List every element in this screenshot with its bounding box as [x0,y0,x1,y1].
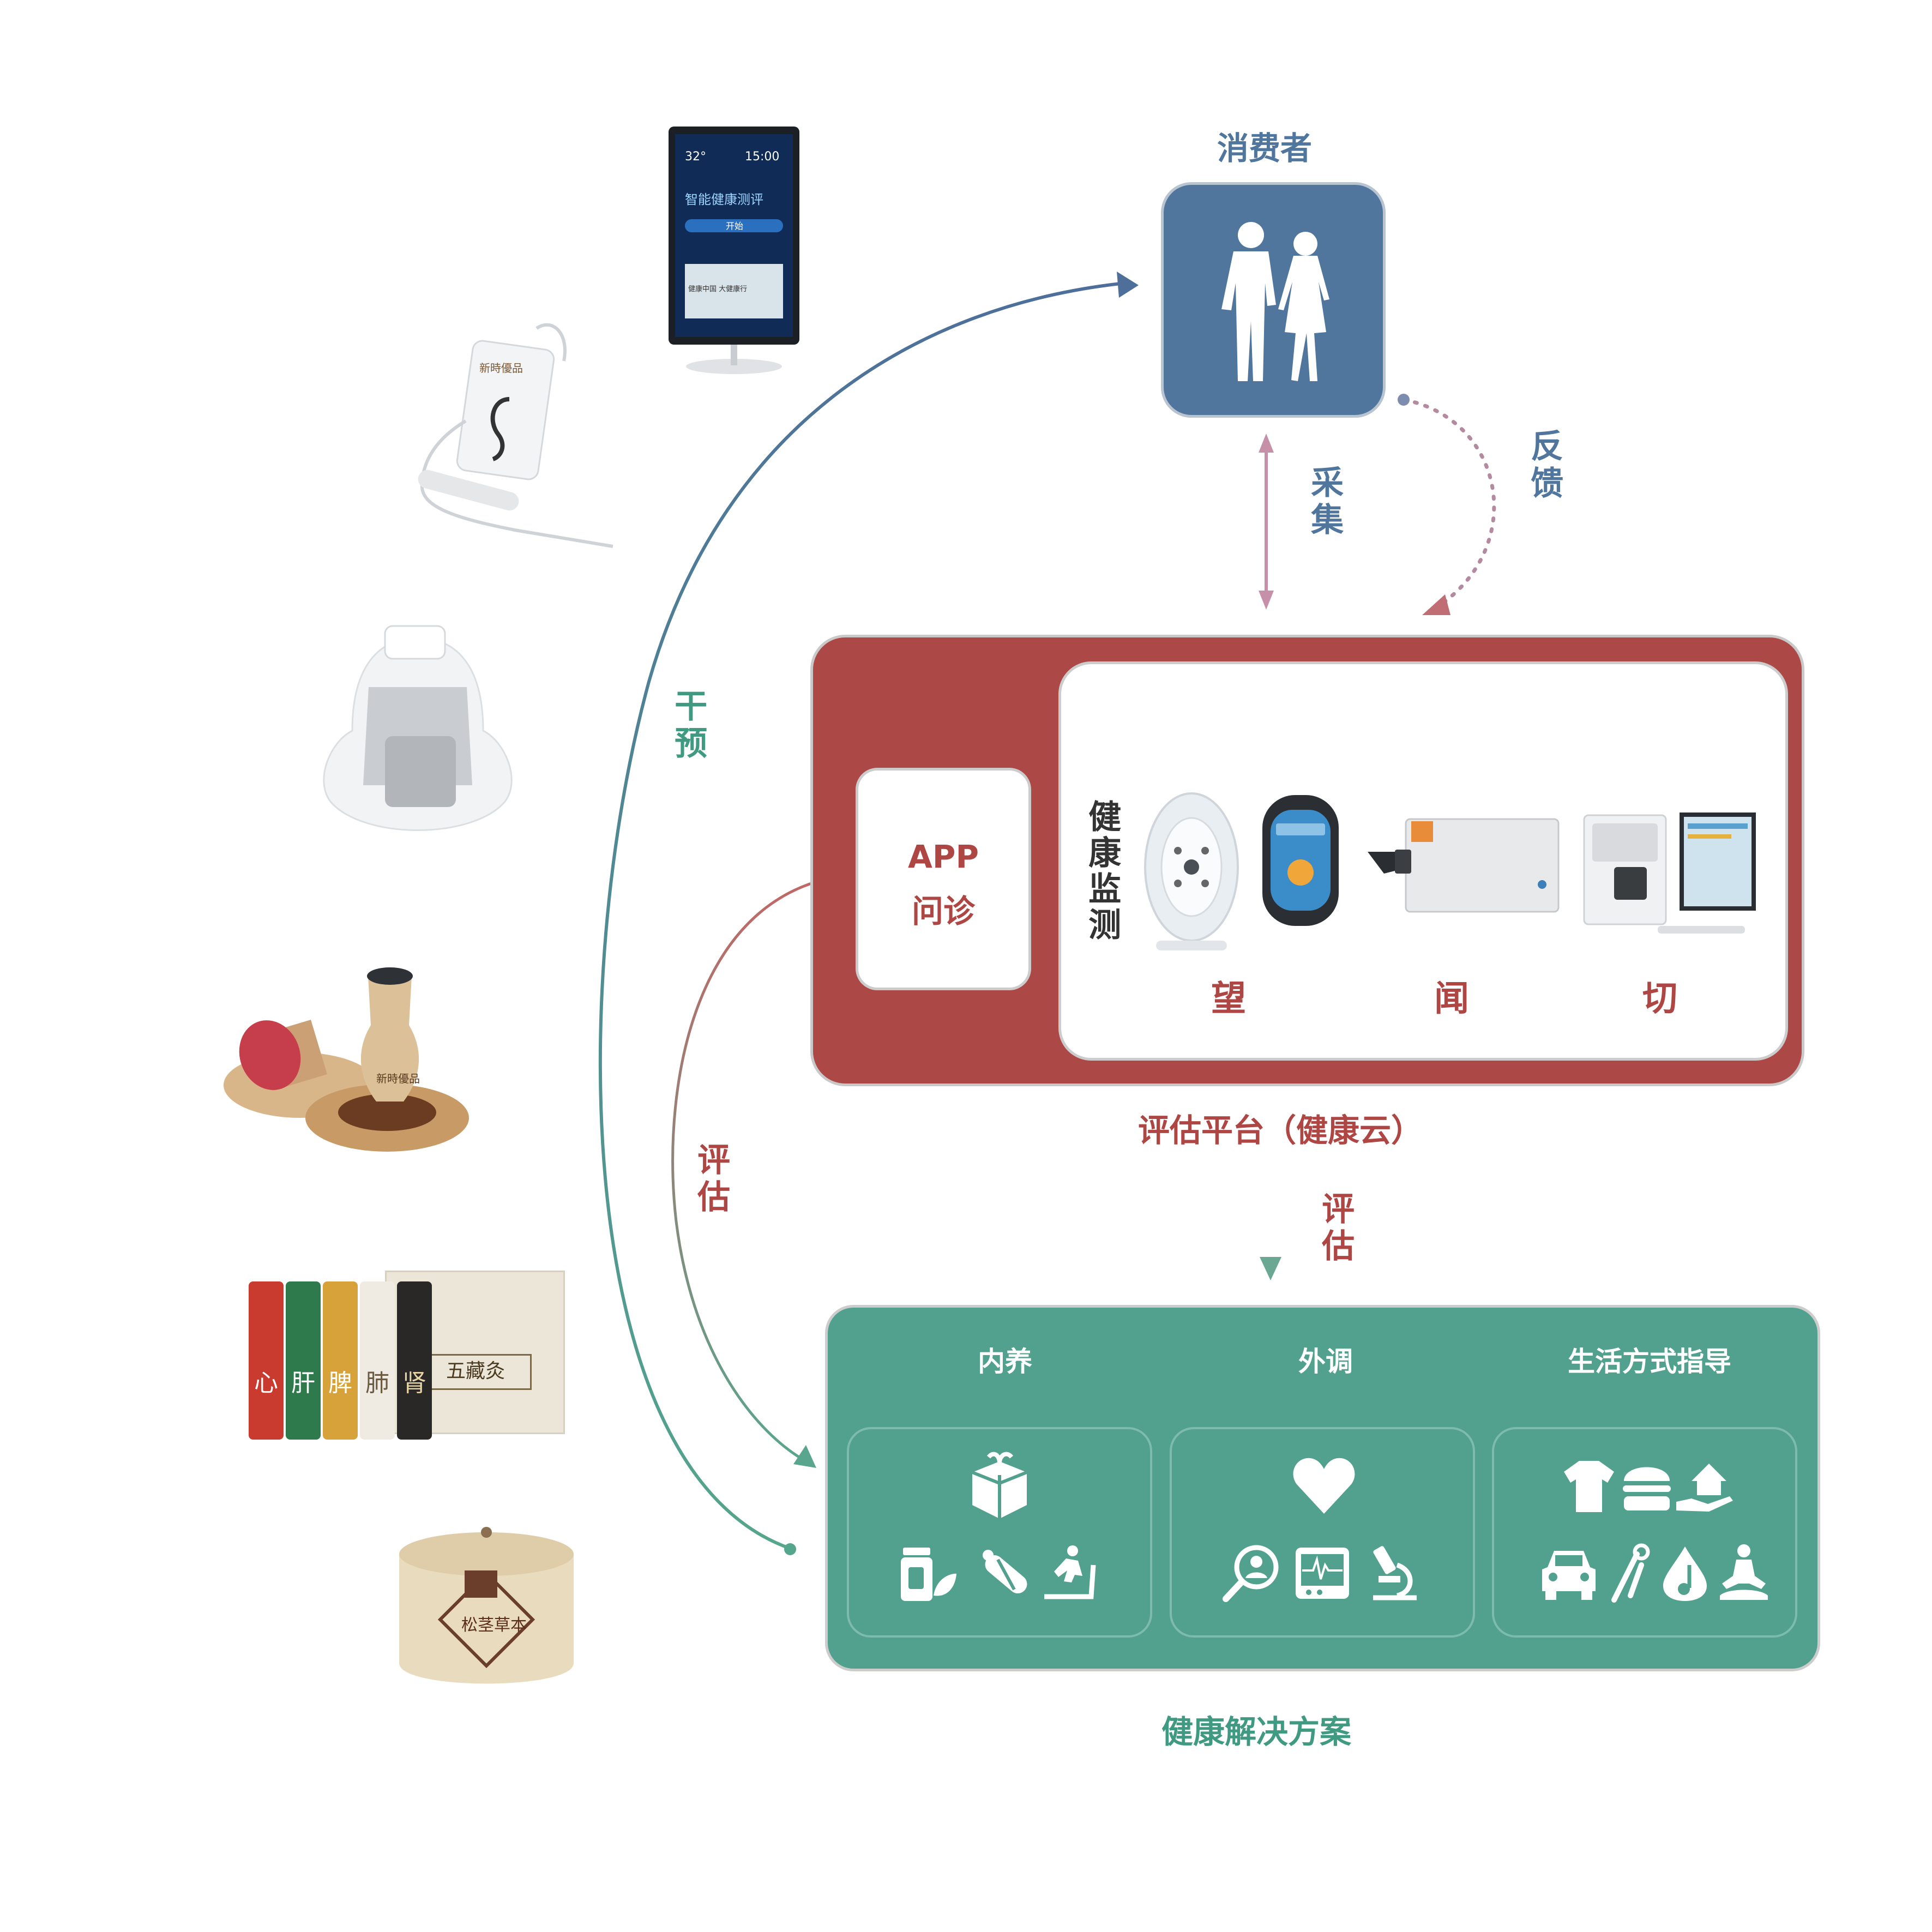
pulse-diagnostic-device [1583,812,1756,934]
house-hand-icon [1676,1464,1733,1512]
health-monitor-label: 健康监测 [1082,799,1121,943]
intervene-arrowhead [1117,272,1139,298]
evaluate-arrow-left [671,872,873,1460]
moxa-box-label: 五藏灸 [419,1354,532,1390]
category-internal: 内养 [978,1346,1032,1377]
microscope-icon [1373,1546,1417,1600]
lifestyle-panel [1492,1427,1797,1638]
ear-device-brand: 新時優品 [479,362,523,375]
kiosk-tablet-product: 32° 15:00 智能健康测评 开始 健康中国 大健康行 [669,127,799,374]
consumer-title: 消费者 [1217,130,1313,167]
ecg-monitor-icon [1296,1548,1349,1599]
moxa-tube-lung: 肺 [360,1281,395,1440]
heart-icon [1293,1458,1355,1514]
moxa-tube-kidney: 肾 [397,1281,432,1440]
meditation-icon [1720,1544,1768,1600]
face-analyzer-device [1144,792,1339,950]
platform-title: 评估平台（健康云） [1138,1112,1423,1149]
magnifier-person-icon [1223,1545,1279,1602]
evaluate-label-left: 评估 [691,1142,730,1217]
moxa-tube-spleen: 脾 [323,1281,358,1440]
couple-icon [1221,222,1329,381]
medicine-bottle-icon [901,1548,956,1601]
solution-title: 健康解决方案 [1161,1713,1352,1750]
evaluate-label-down: 评估 [1316,1191,1355,1266]
herbal-jar-product: 松茎草本 [399,1527,574,1684]
feedback-arrow [1402,398,1496,607]
shirt-icon [1564,1461,1614,1512]
intervene-label: 干预 [669,689,707,763]
tablet-slogan-text: 健康中国 大健康行 [688,285,747,293]
burger-icon [1623,1467,1671,1510]
jar-label-text: 松茎草本 [461,1616,527,1635]
moxa-tube-heart: 心 [249,1281,284,1440]
wooden-gua-sha-product: 新時優品 [224,967,469,1152]
collect-label: 采集 [1305,465,1344,539]
moxa-tubes-product: 五藏灸 心 肝 脾 肺 肾 [221,1260,576,1440]
wooden-tool-brand: 新時優品 [376,1072,420,1085]
consumer-box [1161,182,1386,418]
moxa-tube-liver: 肝 [286,1281,321,1440]
method-pulse: 切 [1642,979,1677,1019]
ear-acupoint-device-product: 新時優品 [418,323,613,548]
tablet-start-text[interactable]: 开始 [726,221,743,231]
feedback-label: 反馈 [1525,429,1563,503]
app-label: APP [908,838,979,875]
method-look: 望 [1211,979,1246,1019]
car-icon [1542,1551,1596,1600]
app-consultation-box[interactable]: APP 问诊 [856,768,1031,990]
gift-box-icon [971,1452,1028,1519]
white-massager-product [323,625,513,831]
category-external: 外调 [1298,1346,1353,1377]
intervene-arrow-start [784,1543,796,1555]
external-panel [1170,1427,1475,1638]
tablet-time-text: 15:00 [745,150,779,164]
tablet-title-text: 智能健康测评 [685,192,763,207]
category-lifestyle: 生活方式指导 [1568,1346,1731,1377]
internal-panel [847,1427,1152,1638]
method-smell: 闻 [1434,979,1469,1019]
scissors-tool-icon [1611,1543,1650,1603]
supplement-capsule-icon [983,1550,1027,1593]
treadmill-icon [1044,1545,1096,1599]
tablet-temp-text: 32° [685,150,706,164]
breath-analyzer-device [1368,818,1560,913]
consultation-label: 问诊 [911,893,975,930]
music-drop-icon [1663,1546,1707,1601]
intervene-arrow [598,282,1121,1550]
